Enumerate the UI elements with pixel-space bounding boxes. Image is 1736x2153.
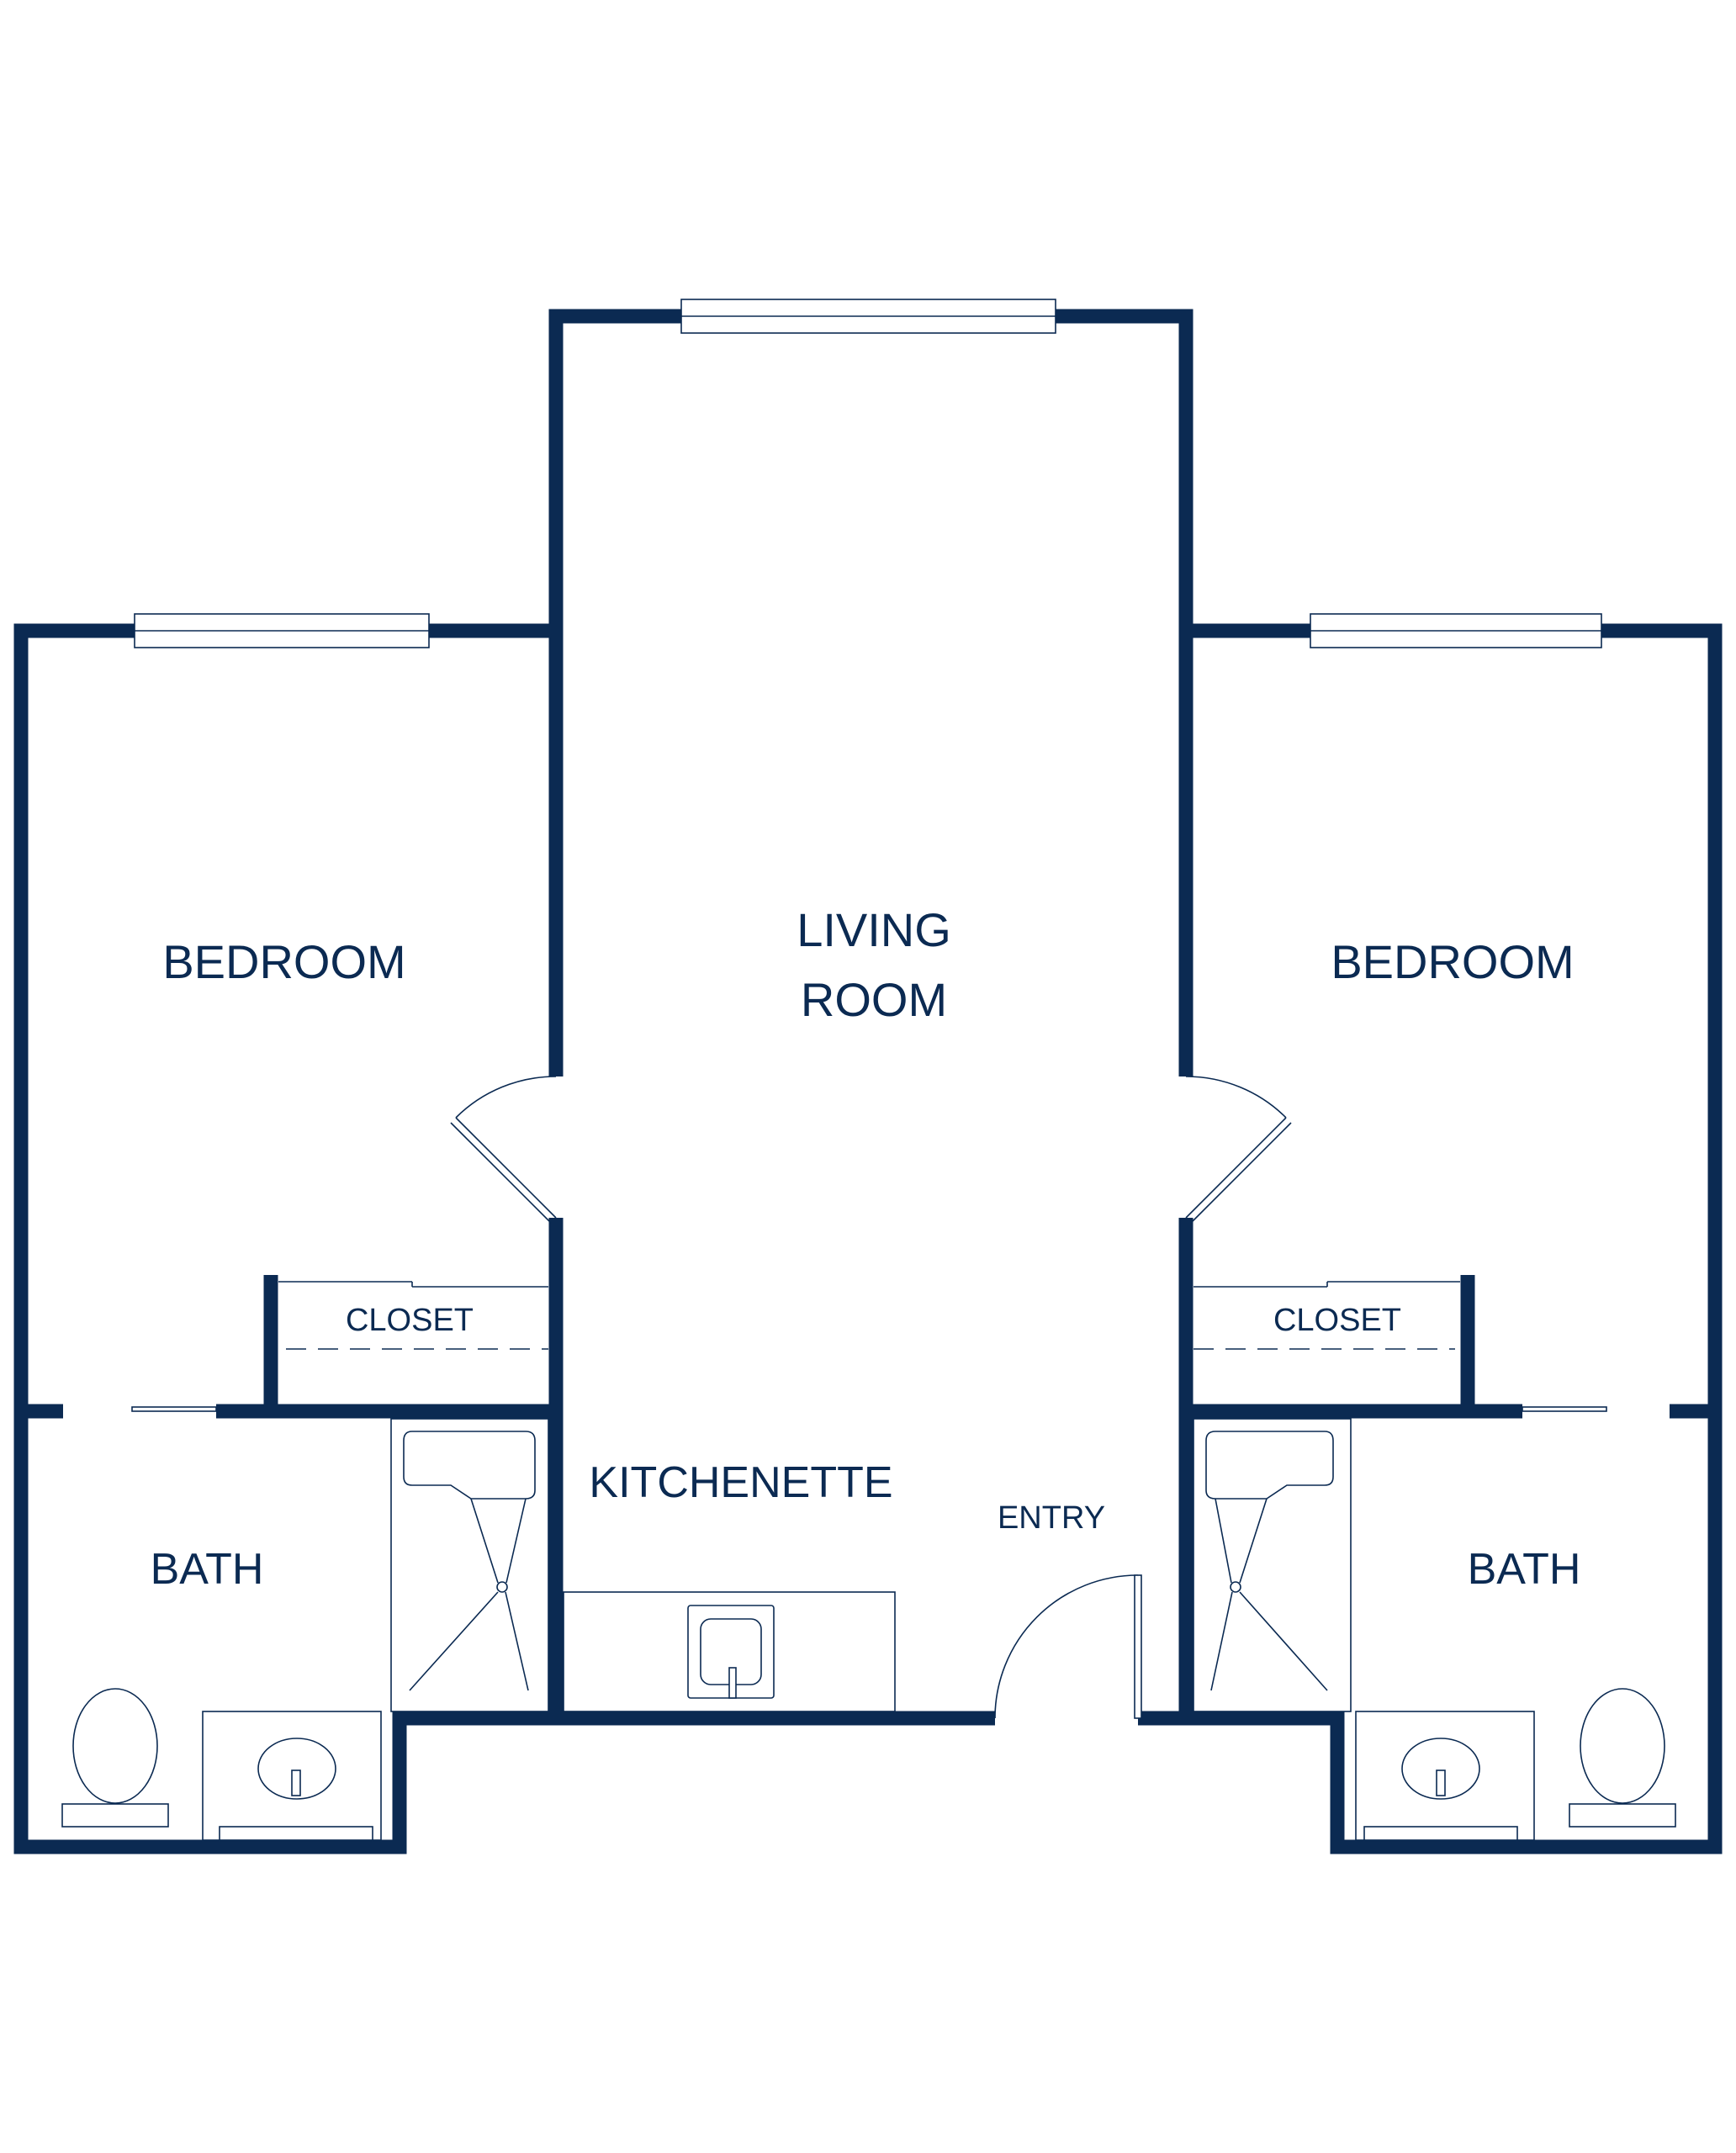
left-bedroom-door-swing xyxy=(455,1076,557,1119)
entry-door-swing xyxy=(994,1574,1139,1719)
walls xyxy=(13,309,1723,1854)
left-shower xyxy=(390,1418,549,1712)
kitchenette-fixtures xyxy=(563,1591,896,1712)
right-shower-slope-1 xyxy=(1239,1498,1268,1584)
right-bath-door xyxy=(1522,1406,1607,1412)
right-shower-slope-4 xyxy=(1210,1591,1233,1691)
left-bath-label: BATH xyxy=(151,1545,264,1594)
left-shower-slope-4 xyxy=(505,1591,529,1691)
living-room-top-wall-right xyxy=(1056,309,1194,1076)
left-shower-slope-1 xyxy=(470,1498,499,1584)
right-sink-icon xyxy=(1401,1738,1480,1800)
right-closet-label: CLOSET xyxy=(1273,1303,1401,1338)
right-bath-door-panel xyxy=(1522,1406,1607,1412)
right-shower-drain-icon xyxy=(1230,1581,1241,1593)
left-bedroom-top-wall xyxy=(13,623,556,1854)
left-sink-icon xyxy=(257,1738,336,1800)
left-bath-fixtures xyxy=(61,1418,549,1841)
right-bath-fixtures xyxy=(1193,1418,1676,1841)
right-faucet-icon xyxy=(1436,1769,1446,1796)
left-vanity-counter xyxy=(202,1711,382,1841)
right-toilet-tank-icon xyxy=(1569,1803,1676,1828)
right-bedroom-door-leaf-2 xyxy=(1190,1122,1292,1224)
left-bedroom-door xyxy=(450,1076,557,1224)
left-shower-drain-icon xyxy=(496,1581,508,1593)
entry-door xyxy=(994,1574,1142,1719)
right-toilet xyxy=(1569,1688,1676,1828)
closets xyxy=(278,1281,1460,1350)
left-shower-slope-3 xyxy=(409,1591,499,1691)
right-shower-slope-2 xyxy=(1215,1498,1232,1584)
right-shower-seat xyxy=(1205,1431,1334,1500)
left-bath-door-panel xyxy=(131,1406,217,1412)
right-bedroom-door-leaf xyxy=(1185,1117,1287,1219)
left-shower-slope-2 xyxy=(505,1498,527,1584)
right-bedroom-label: BEDROOM xyxy=(1331,935,1574,988)
living-room-label-line1: LIVING xyxy=(797,903,951,956)
right-shower xyxy=(1193,1418,1352,1712)
windows xyxy=(134,299,1602,648)
right-bedroom-window xyxy=(1310,613,1602,648)
right-vanity-front xyxy=(1363,1826,1518,1841)
left-toilet xyxy=(61,1688,169,1828)
living-room-window xyxy=(680,299,1056,334)
kitchenette-label: KITCHENETTE xyxy=(589,1458,892,1507)
doors xyxy=(131,1076,1607,1719)
right-shower-slope-3 xyxy=(1239,1591,1328,1691)
left-bedroom-label: BEDROOM xyxy=(162,935,405,988)
left-bedroom-door-leaf-2 xyxy=(450,1122,552,1224)
left-faucet-icon xyxy=(291,1769,301,1796)
living-room-top-wall xyxy=(548,309,681,1076)
left-bedroom-door-leaf xyxy=(455,1117,557,1219)
left-vanity xyxy=(202,1711,382,1841)
entry-door-leaf xyxy=(1134,1574,1142,1719)
left-toilet-bowl-icon xyxy=(72,1688,158,1804)
right-bath-label: BATH xyxy=(1468,1545,1581,1594)
right-closet xyxy=(1194,1281,1460,1350)
left-closet xyxy=(278,1281,548,1350)
left-shower-seat xyxy=(403,1431,536,1500)
left-toilet-tank-icon xyxy=(61,1803,169,1828)
right-bedroom-door xyxy=(1185,1076,1292,1224)
kitchen-faucet-icon xyxy=(728,1667,737,1699)
left-bedroom-window xyxy=(134,613,430,648)
right-bedroom-top-wall xyxy=(1186,623,1723,1854)
left-vanity-front xyxy=(219,1826,373,1841)
left-closet-label: CLOSET xyxy=(346,1303,474,1338)
right-vanity xyxy=(1355,1711,1535,1841)
entry-label: ENTRY xyxy=(998,1500,1105,1536)
room-labels: LIVING ROOM BEDROOM BEDROOM CLOSET CLOSE… xyxy=(151,903,1581,1594)
right-bedroom-door-swing xyxy=(1185,1076,1287,1119)
right-toilet-bowl-icon xyxy=(1580,1688,1665,1804)
living-room-label-line2: ROOM xyxy=(801,973,947,1026)
left-bath-door xyxy=(131,1406,217,1412)
